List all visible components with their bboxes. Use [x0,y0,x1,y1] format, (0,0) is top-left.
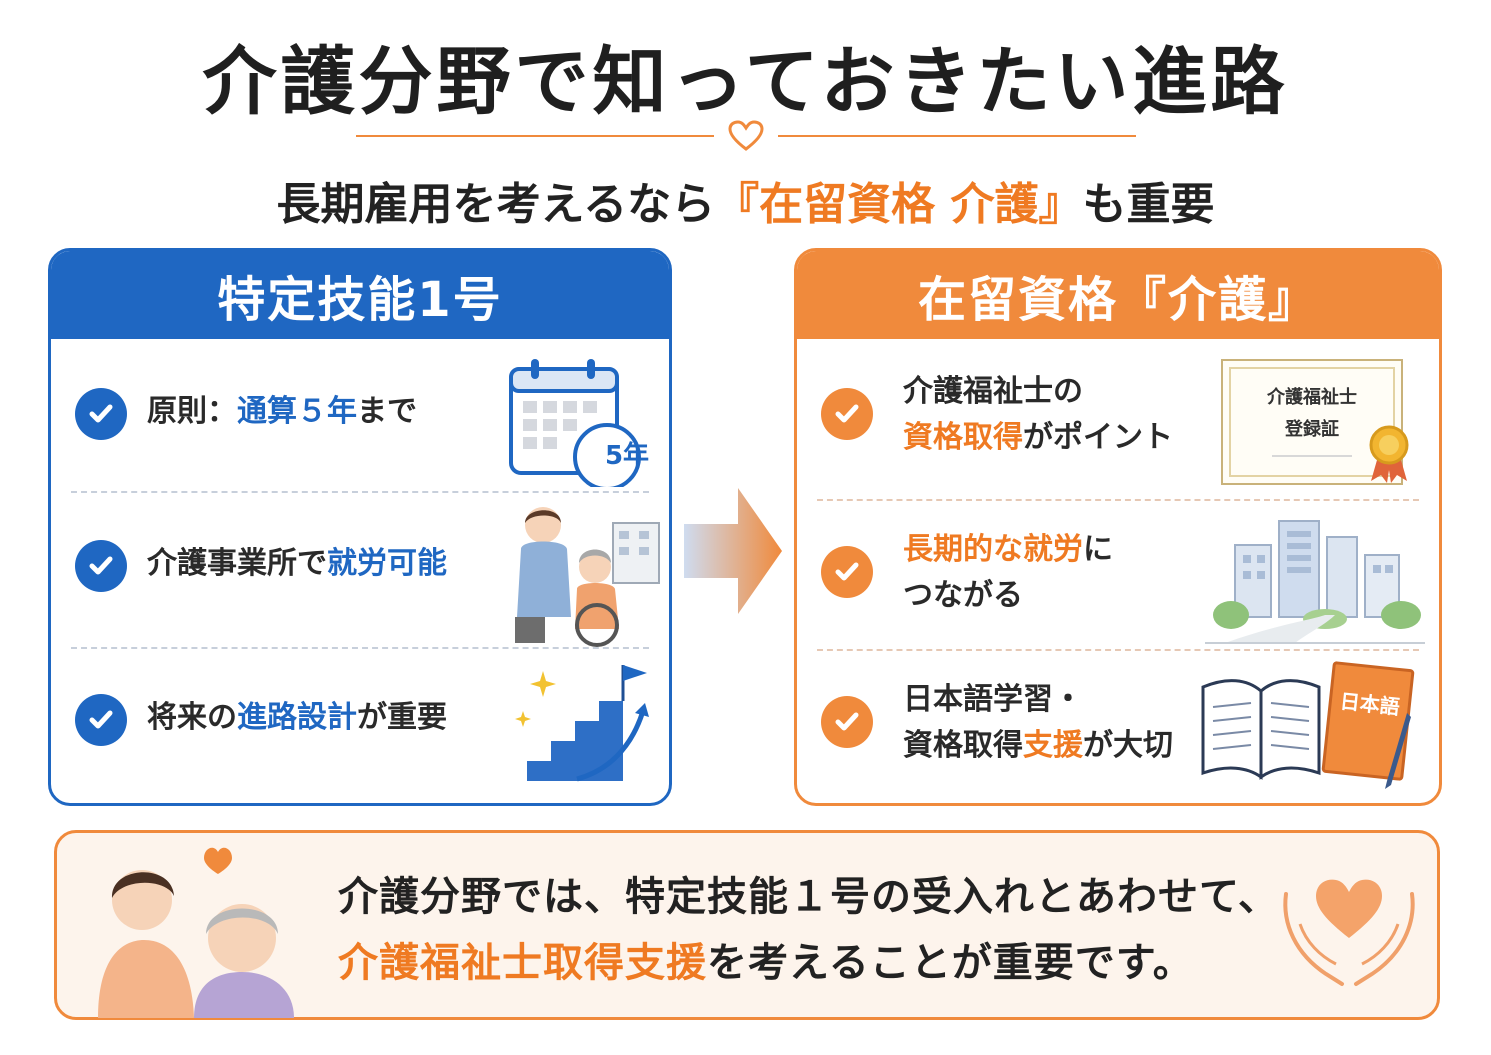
calendar-icon [509,359,641,487]
text-highlight: 進路設計 [237,700,357,735]
subtitle-prefix: 長期雇用を考えるなら [276,179,716,230]
row-divider [817,499,1419,501]
check-icon [821,388,873,440]
pen-icon [1385,713,1411,789]
list-item: 介護福祉士の 資格取得がポイント 介護福祉士 登録証 [817,343,1419,493]
hands-heart-icon [1283,879,1415,986]
summary-line-2: 介護福祉士取得支援を考えることが重要です。 [338,930,1194,988]
tokutei-ginou-panel: 特定技能1号 原則：通算５年まで 5年 介護事業所で就労可 [48,248,672,806]
text-pre: 原則： [147,394,237,429]
caregiver-wheelchair-illustration [515,507,660,647]
subtitle: 長期雇用を考えるなら『在留資格 介護』も重要 [0,168,1491,232]
summary-highlight: 介護福祉士取得支援 [338,940,707,986]
text-line1: 日本語学習・ [903,682,1083,717]
kaigo-visa-heading: 在留資格『介護』 [797,251,1439,339]
check-icon [821,696,873,748]
subtitle-highlight: 『在留資格 介護』 [715,179,1083,230]
list-item-text: 介護福祉士の 資格取得がポイント [903,369,1173,461]
certificate-title: 介護福祉士 [1267,387,1357,408]
list-item-text: 介護事業所で就労可能 [147,541,447,587]
text-highlight: 資格取得 [903,420,1023,455]
list-item: 長期的な就労に つながる [817,501,1425,651]
certificate-frame: 介護福祉士 登録証 [1229,367,1395,477]
text-line1: 介護福祉士の [903,374,1083,409]
text-highlight: 支援 [1023,728,1083,763]
summary-line-1: 介護分野では、特定技能１号の受入れとあわせて、 [338,874,1279,920]
certificate-line [1272,455,1352,457]
summary-line-2-rest: を考えることが重要です。 [707,940,1194,986]
list-item: 原則：通算５年まで 5年 [71,343,649,493]
text-pre: 介護事業所で [147,546,327,581]
text-post: が大切 [1083,728,1173,763]
text-pre: 将来の [147,700,237,735]
caregiver-elder-illustration [98,847,294,1018]
text-highlight: 通算５年 [237,394,357,429]
open-book-icon [1201,679,1321,780]
row-divider [817,649,1419,651]
text-post: に [1083,532,1113,567]
title-divider-right [778,135,1136,137]
certificate-icon: 介護福祉士 登録証 [1221,359,1403,485]
list-item: 将来の進路設計が重要 [71,649,649,799]
title-divider-left [356,135,714,137]
stairs-flag-icon [515,665,649,782]
kaigo-visa-panel: 在留資格『介護』 介護福祉士の 資格取得がポイント 介護福祉士 登録証 [794,248,1442,806]
row-divider [71,491,649,493]
city-buildings-icon [1205,520,1425,644]
calendar-badge: 5年 [604,441,650,471]
list-item-text: 日本語学習・ 資格取得支援が大切 [903,677,1173,769]
check-icon [821,546,873,598]
text-pre: 資格取得 [903,728,1023,763]
list-item: 日本語学習・ 資格取得支援が大切 日本語 [817,651,1419,801]
arrow-right-icon [684,488,782,614]
check-icon [75,694,127,746]
text-post: がポイント [1023,420,1173,455]
check-icon [75,540,127,592]
medal-icon [1369,425,1409,483]
text-post: が重要 [357,700,447,735]
text-highlight: 長期的な就労 [903,532,1083,567]
certificate-subtitle: 登録証 [1285,419,1339,440]
heart-icon [728,120,764,151]
summary-box [54,830,1440,1020]
list-item-text: 長期的な就労に つながる [903,527,1113,619]
text-post: まで [357,394,417,429]
text-highlight: 就労可能 [327,546,447,581]
list-item-text: 将来の進路設計が重要 [147,695,447,741]
tokutei-ginou-heading: 特定技能1号 [51,251,669,339]
check-icon [75,388,127,440]
subtitle-suffix: も重要 [1082,179,1215,230]
page-title: 介護分野で知っておきたい進路 [202,39,1289,125]
list-item: 介護事業所で就労可能 [71,495,660,647]
list-item-text: 原則：通算５年まで [147,389,417,435]
row-divider [71,647,649,649]
text-line2: つながる [903,578,1023,613]
